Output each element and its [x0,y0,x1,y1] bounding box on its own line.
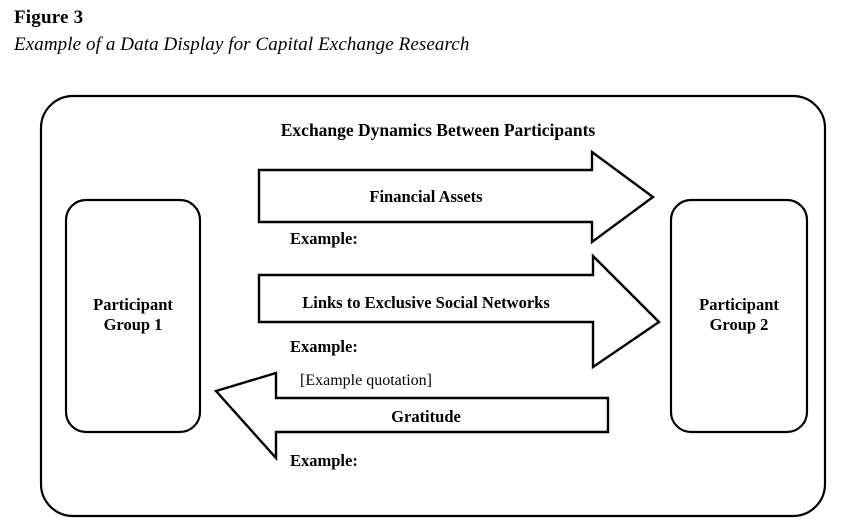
capital-exchange-diagram: Exchange Dynamics Between Participants P… [39,94,827,518]
participant-group-1-label-line2: Group 1 [104,315,163,334]
flow-arrow-social-networks [257,253,661,370]
figure-label: Figure 3 [14,7,84,28]
participant-group-1-box [64,198,202,434]
diagram-container: Exchange Dynamics Between Participants P… [0,76,850,531]
participant-group-1-label-line1: Participant [93,295,173,314]
participant-group-2-label-line2: Group 2 [710,315,769,334]
participant-group-2-label-line1: Participant [699,295,779,314]
flow-arrow-gratitude [213,371,610,462]
flow-example-label-gratitude: Example: [290,451,358,470]
figure-caption: Figure 3 Example of a Data Display for C… [14,6,834,58]
flow-label-financial-assets: Financial Assets [369,187,483,206]
diagram-header-title: Exchange Dynamics Between Participants [281,120,596,140]
participant-group-2-box [669,198,809,434]
flow-example-label-financial-assets: Example: [290,229,358,248]
flow-label-gratitude: Gratitude [391,407,461,426]
flow-example-label-social-networks: Example: [290,337,358,356]
flow-arrow-financial-assets [257,149,656,245]
figure-title: Example of a Data Display for Capital Ex… [14,34,470,55]
flow-label-social-networks: Links to Exclusive Social Networks [302,293,550,312]
flow-quotation-gratitude: [Example quotation] [300,372,432,389]
